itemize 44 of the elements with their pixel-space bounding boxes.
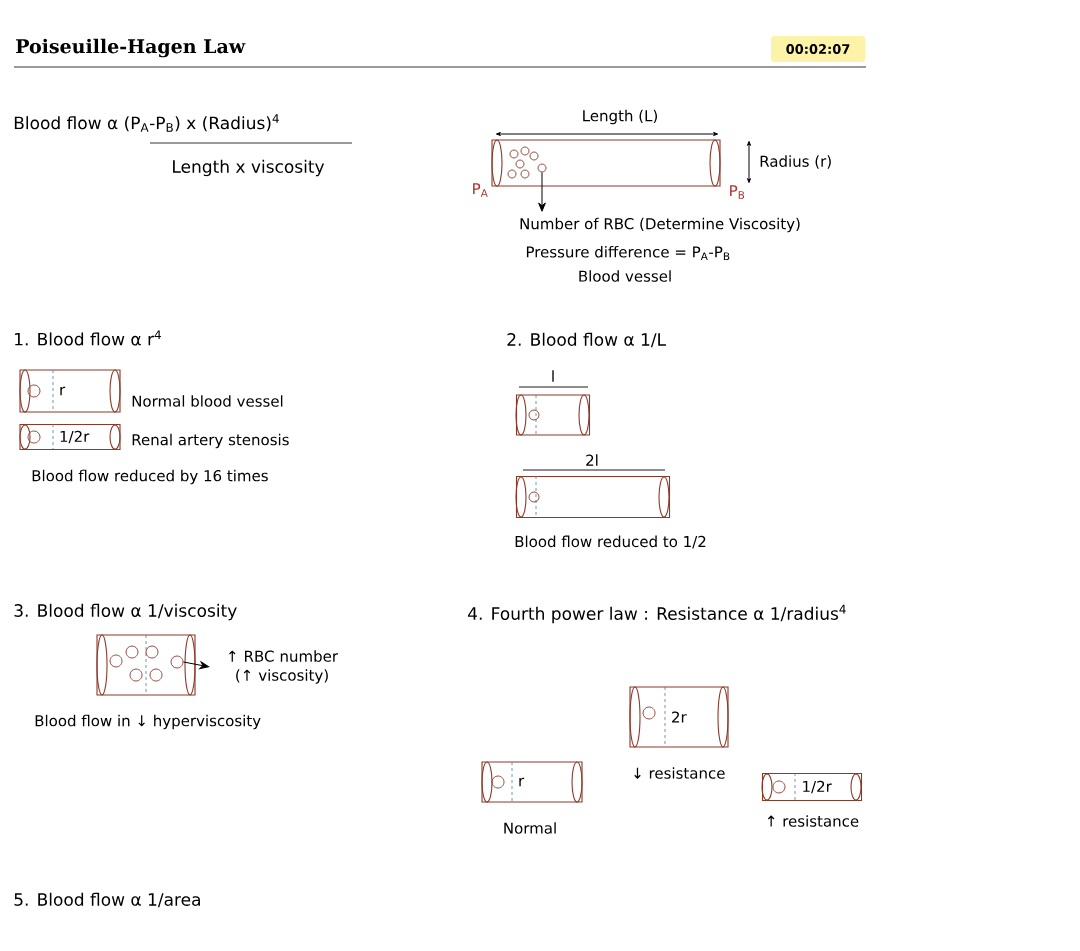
- blood-cell: [129, 668, 143, 682]
- blood-cell: [149, 668, 163, 682]
- vessel: [96, 634, 196, 696]
- section-heading: 3. Blood flow α 1/viscosity: [14, 603, 237, 621]
- vessel: 1/2r: [761, 772, 863, 802]
- pressure-label: P$_{A}$: [473, 183, 488, 197]
- note-text: Blood flow reduced to 1/2: [515, 535, 706, 549]
- dimension-label: Radius (r): [760, 155, 831, 169]
- leader-line: [182, 661, 209, 669]
- blood-cell: [537, 163, 547, 173]
- vessel: r: [19, 369, 121, 413]
- formula-text: Blood flow α (P$_{A}$-P$_{B}$) x (Radius)$^{4}$: [14, 114, 279, 132]
- dimension-label: 2l: [586, 454, 598, 466]
- blood-cell: [170, 655, 184, 669]
- annotation-text: Number of RBC (Determine Viscosity): [520, 217, 800, 233]
- section-heading: 2. Blood flow α 1/L: [507, 332, 666, 348]
- vessel-caption: ↑ resistance: [767, 815, 859, 827]
- vessel: 1/2r: [19, 423, 121, 451]
- vessel-caption: Normal: [504, 822, 556, 834]
- vessel-caption: Normal blood vessel: [132, 395, 283, 407]
- leader-line: [538, 171, 546, 212]
- section-heading: 4. Fourth power law : Resistance α 1/radius$^{4}$: [468, 604, 846, 624]
- pressure-label: P$_{B}$: [730, 185, 745, 199]
- note-text: Blood flow in ↓ hyperviscosity: [35, 714, 261, 730]
- note-text: Pressure difference = P$_{A}$-P$_{B}$: [526, 245, 730, 261]
- section-heading: 5. Blood flow α 1/area: [14, 892, 200, 908]
- blood-cell: [109, 654, 123, 668]
- vessel: [515, 394, 591, 436]
- dimension-label: Length (L): [583, 109, 657, 125]
- timer-badge: 00:02:07: [771, 36, 865, 62]
- blood-cell: [145, 645, 159, 659]
- vessel: r: [481, 761, 583, 803]
- vessel: [491, 139, 721, 187]
- annotation-text: ↑ RBC number (↑ viscosity): [229, 650, 338, 684]
- note-text: Blood vessel: [579, 270, 671, 282]
- vessel-caption: ↓ resistance: [634, 767, 725, 779]
- vessel: 2r: [629, 686, 729, 748]
- formula-text: Length x viscosity: [173, 159, 325, 177]
- title: Poiseuille-Hagen Law: [16, 38, 246, 58]
- vessel: [515, 475, 671, 519]
- note-text: Blood flow reduced by 16 times: [32, 469, 268, 485]
- section-heading: 1. Blood flow α r$^{4}$: [15, 330, 161, 346]
- blood-cell: [125, 645, 139, 659]
- vessel-caption: Renal artery stenosis: [132, 433, 289, 449]
